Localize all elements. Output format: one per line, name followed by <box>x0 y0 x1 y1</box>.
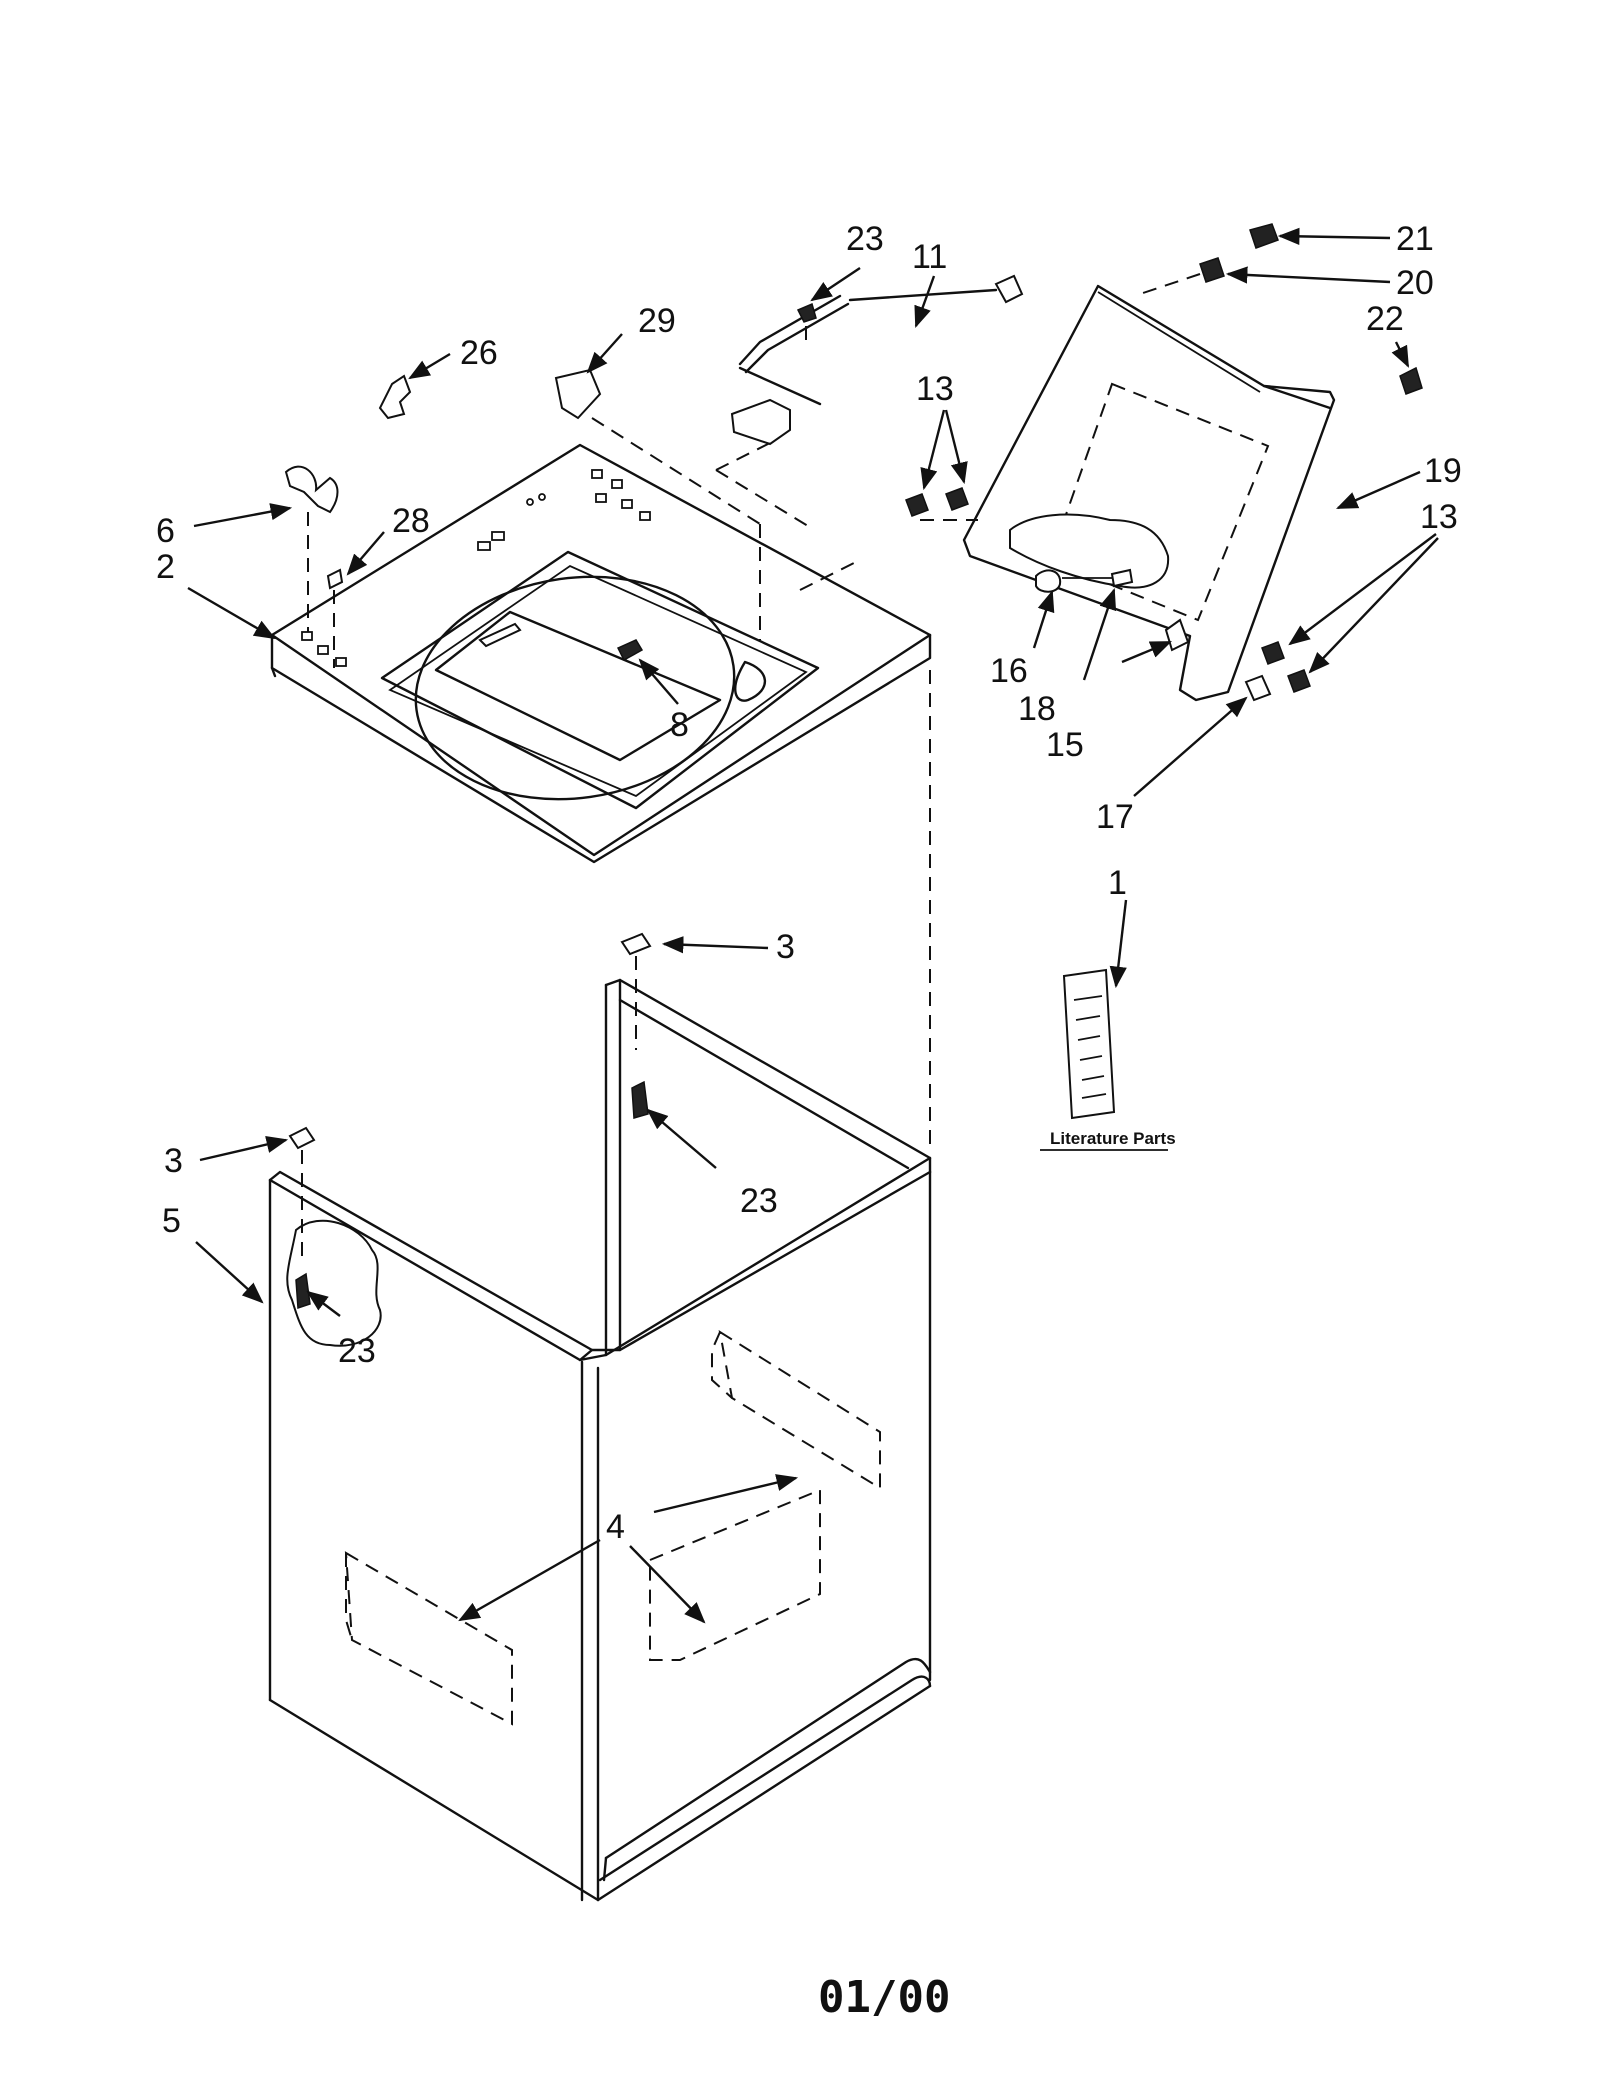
callout-21: 21 <box>1396 220 1434 258</box>
callout-18: 18 <box>1018 690 1056 728</box>
callout-5: 5 <box>162 1202 181 1240</box>
callout-13-right: 13 <box>1420 498 1458 536</box>
literature-parts-label: Literature Parts <box>1050 1129 1176 1148</box>
callout-28: 28 <box>392 502 430 540</box>
callout-19: 19 <box>1424 452 1462 490</box>
callout-29: 29 <box>638 302 676 340</box>
wire-harness <box>715 274 1024 527</box>
console <box>962 284 1336 702</box>
part-23-top <box>796 302 817 323</box>
part-8 <box>616 639 644 662</box>
callout-26: 26 <box>460 334 498 372</box>
part-20 <box>1199 257 1225 283</box>
callout-8: 8 <box>670 706 689 744</box>
part-29 <box>554 368 602 420</box>
callout-labels: 1 2 3 3 4 5 6 8 11 13 13 15 16 17 18 19 … <box>156 220 1462 1546</box>
part-23-mid <box>631 1080 649 1119</box>
part-17 <box>1244 674 1272 702</box>
cabinet <box>268 978 932 1902</box>
callout-16: 16 <box>990 652 1028 690</box>
callout-22: 22 <box>1366 300 1404 338</box>
callout-23-left: 23 <box>338 1332 376 1370</box>
part-3-top <box>620 932 652 956</box>
literature-book <box>1062 968 1116 1120</box>
part-13-b <box>945 487 969 511</box>
callout-23-top: 23 <box>846 220 884 258</box>
part-13-a <box>905 493 929 517</box>
callout-13-top: 13 <box>916 370 954 408</box>
part-28 <box>326 568 344 590</box>
callout-6: 6 <box>156 512 175 550</box>
top-panel <box>270 443 932 1150</box>
callout-20: 20 <box>1396 264 1434 302</box>
part-13-c <box>1261 641 1285 665</box>
console-cutaway <box>1009 513 1170 589</box>
callout-17: 17 <box>1096 798 1134 836</box>
part-26 <box>378 374 412 420</box>
part-13-d <box>1287 669 1311 693</box>
part-18 <box>1110 568 1134 588</box>
side-cutaway <box>286 1219 382 1347</box>
callout-11: 11 <box>912 238 947 276</box>
footer-code: 01/00 <box>818 1972 950 2023</box>
callout-4: 4 <box>606 1508 625 1546</box>
callout-2: 2 <box>156 548 175 586</box>
part-16 <box>1035 569 1062 593</box>
part-3-left <box>288 1126 316 1150</box>
callout-15: 15 <box>1046 726 1084 764</box>
top-panel-vent <box>478 622 522 648</box>
cabinet-pads <box>344 1329 881 1726</box>
callout-1: 1 <box>1108 864 1127 902</box>
callout-3-left: 3 <box>164 1142 183 1180</box>
part-15 <box>1164 618 1190 652</box>
part-21 <box>1249 223 1279 249</box>
callout-3-top: 3 <box>776 928 795 966</box>
part-6 <box>284 465 339 514</box>
callout-23-mid: 23 <box>740 1182 778 1220</box>
part-22 <box>1399 366 1423 395</box>
leader-arrows <box>187 227 1439 1624</box>
